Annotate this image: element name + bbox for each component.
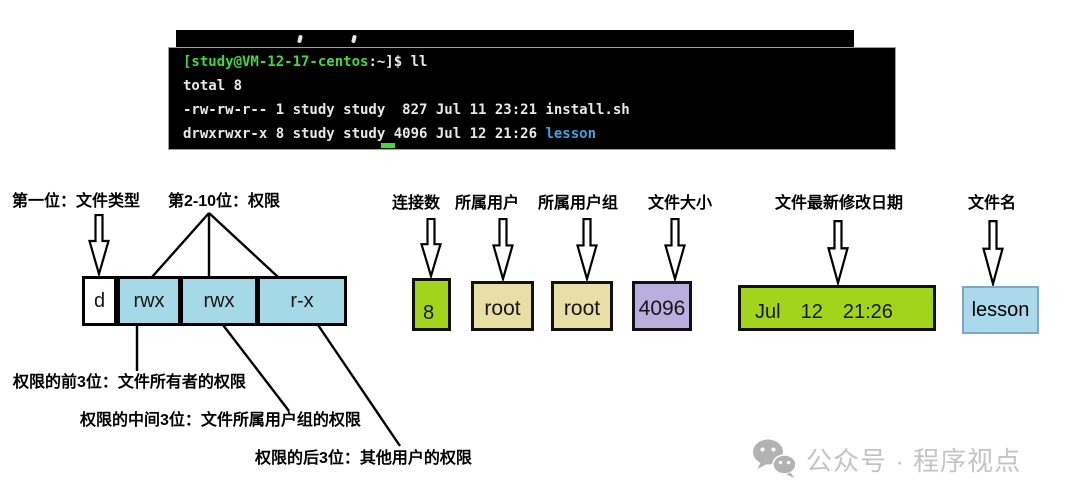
prompt-user-host: [study@VM-12-17-centos bbox=[183, 54, 369, 70]
down-arrow-file-size bbox=[664, 218, 686, 281]
label-file-size: 文件大小 bbox=[648, 195, 713, 212]
label-owner: 所属用户 bbox=[455, 195, 520, 212]
other-permission-cell: r-x bbox=[290, 289, 314, 312]
terminal-clipped-line bbox=[176, 30, 854, 47]
terminal-cursor bbox=[381, 143, 395, 148]
label-link-count: 连接数 bbox=[392, 195, 441, 212]
modified-date-box: Jul 12 21:26 bbox=[738, 285, 936, 331]
owner-permission-cell: rwx bbox=[133, 289, 165, 312]
label-file-name: 文件名 bbox=[968, 195, 1017, 212]
cell-divider bbox=[255, 279, 260, 323]
file-name-box: lesson bbox=[962, 286, 1039, 334]
file-type-box: d bbox=[82, 276, 117, 326]
date-time: 21:26 bbox=[842, 300, 893, 323]
permission-boxes: rwx rwx r-x bbox=[117, 276, 347, 326]
group-permission-cell: rwx bbox=[203, 289, 235, 312]
down-arrow-modified-date bbox=[827, 220, 849, 285]
watermark: 公众号 · 程序视点 bbox=[752, 438, 1021, 480]
label-other-perm-bits: 权限的后3位：其他用户的权限 bbox=[255, 450, 472, 467]
cell-divider bbox=[178, 279, 183, 323]
file-size-box: 4096 bbox=[632, 281, 692, 331]
terminal-lesson-line: drwxrwxr-x 8 study study 4096 Jul 12 21:… bbox=[183, 122, 895, 146]
lesson-line-attrs: drwxrwxr-x 8 study study 4096 Jul 12 21:… bbox=[183, 126, 546, 142]
date-month: Jul bbox=[755, 300, 781, 323]
watermark-text: 公众号 · 程序视点 bbox=[806, 445, 1022, 476]
down-arrow-file-type bbox=[88, 214, 110, 276]
down-arrow-group bbox=[576, 218, 598, 281]
cut-text-artifact bbox=[351, 34, 357, 44]
down-arrow-file-name bbox=[982, 220, 1004, 286]
cut-text-artifact bbox=[297, 34, 303, 44]
label-group-perm-bits: 权限的中间3位：文件所属用户组的权限 bbox=[80, 412, 361, 429]
link-count-value: 8 bbox=[423, 302, 435, 324]
down-arrow-link-count bbox=[420, 218, 442, 278]
label-owner-perm-bits: 权限的前3位：文件所有者的权限 bbox=[13, 374, 246, 391]
link-count-box: 8 bbox=[412, 278, 451, 331]
date-day: 12 bbox=[800, 300, 823, 323]
prompt-command: :~]$ ll bbox=[368, 54, 428, 70]
lesson-dir-name: lesson bbox=[545, 126, 597, 142]
group-box: root bbox=[551, 281, 613, 331]
wechat-icon bbox=[753, 439, 797, 478]
terminal-install-line: -rw-rw-r-- 1 study study 827 Jul 11 23:2… bbox=[183, 102, 630, 118]
label-group: 所属用户组 bbox=[538, 195, 619, 212]
terminal-window: [study@VM-12-17-centos:~]$ ll total 8 -r… bbox=[168, 47, 896, 150]
label-modified-date: 文件最新修改日期 bbox=[775, 195, 904, 212]
owner-box: root bbox=[471, 281, 534, 331]
label-permissions: 第2-10位：权限 bbox=[168, 193, 281, 210]
terminal-prompt-line: [study@VM-12-17-centos:~]$ ll bbox=[183, 50, 895, 74]
label-file-type: 第一位：文件类型 bbox=[12, 193, 141, 210]
terminal-total-line: total 8 bbox=[183, 78, 243, 94]
down-arrow-owner bbox=[492, 218, 514, 281]
